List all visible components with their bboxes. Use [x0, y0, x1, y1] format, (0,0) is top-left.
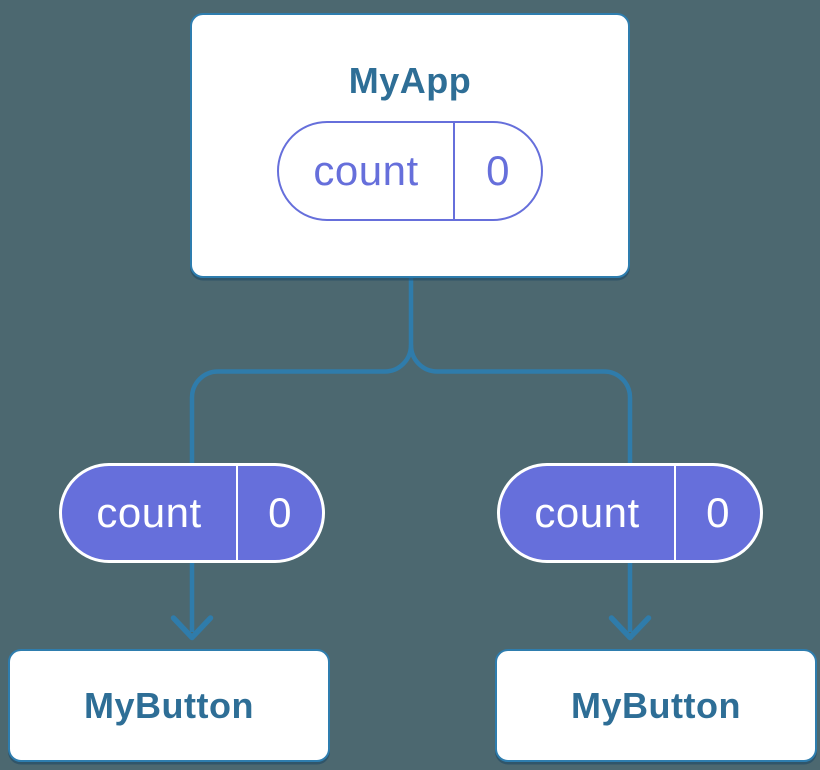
prop-pill-left: count 0: [59, 463, 325, 563]
prop-name: count: [534, 489, 640, 536]
state-pill-myapp: count 0: [277, 121, 543, 221]
state-value: 0: [453, 123, 541, 219]
component-label-myapp: MyApp: [348, 60, 472, 101]
prop-value: 0: [236, 466, 322, 560]
arrowhead-right-icon: [608, 615, 652, 641]
component-label-mybutton-left: MyButton: [84, 684, 254, 726]
prop-name: count: [96, 489, 202, 536]
component-node-mybutton-right: MyButton: [495, 649, 817, 762]
edge-branch-right: [408, 344, 633, 632]
component-label-mybutton-right: MyButton: [571, 684, 741, 726]
component-node-myapp: MyApp count 0: [190, 13, 630, 278]
component-node-mybutton-left: MyButton: [8, 649, 330, 762]
arrowhead-left-icon: [170, 615, 214, 641]
edge-branch-left: [189, 344, 414, 632]
prop-value: 0: [674, 466, 760, 560]
state-name: count: [313, 147, 419, 194]
prop-pill-right: count 0: [497, 463, 763, 563]
